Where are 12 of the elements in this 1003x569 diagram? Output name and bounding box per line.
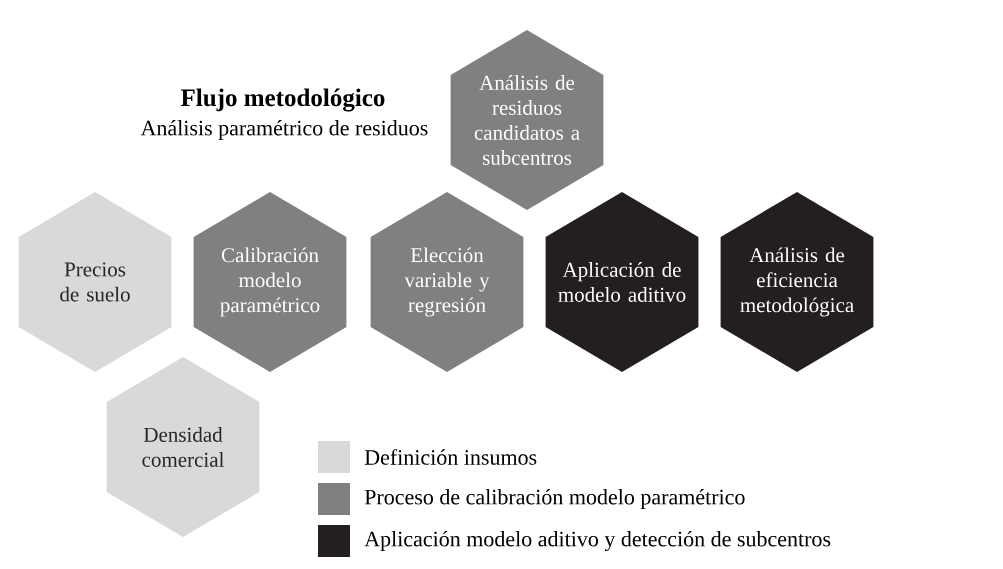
hexagon: Análisis de eficiencia metodológica <box>720 192 874 372</box>
legend-text: Definición insumos <box>364 449 537 465</box>
hexagon: Aplicación de modelo aditivo <box>545 192 699 372</box>
hexagon: Análisis de residuos candidatos a subcentros <box>450 30 604 210</box>
hexagon: Calibración modelo paramétrico <box>193 192 347 372</box>
subtitle: Análisis paramétrico de residuos <box>140 120 428 140</box>
hexagon: Elección variable y regresión <box>370 192 524 372</box>
title: Flujo metodológico <box>180 88 385 112</box>
hexagon: Densidad comercial <box>106 357 260 537</box>
legend-text: Proceso de calibración modelo paramétrico <box>364 489 745 509</box>
legend-text: Aplicación modelo aditivo y detección de subcentros <box>364 530 831 551</box>
hexagon: Precios de suelo <box>18 192 172 372</box>
